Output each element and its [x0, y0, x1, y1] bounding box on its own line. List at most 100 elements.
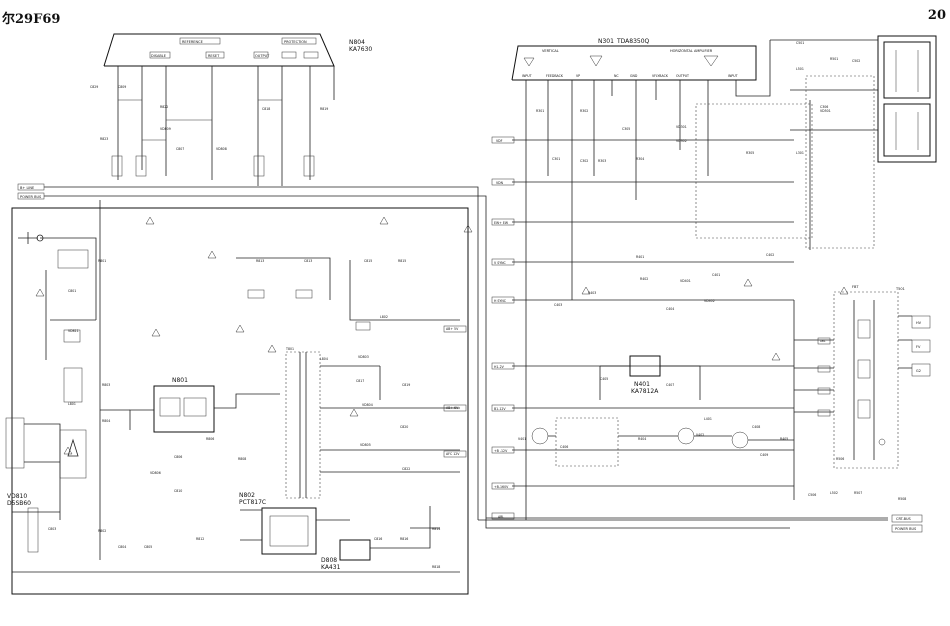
note-hv: HV	[916, 321, 922, 325]
d808-part: KA431	[321, 564, 341, 571]
part-vd502: R508	[898, 497, 906, 501]
part-c829: C829	[90, 85, 98, 89]
note-g2: G2	[916, 369, 921, 373]
part-r812: R812	[196, 537, 204, 541]
label-fbt: FBT	[852, 285, 859, 289]
n301-pin-nc: NC	[614, 74, 619, 78]
bus-b160: +B-160V	[494, 485, 509, 489]
part-vd501: VD501	[820, 109, 831, 113]
bus-ew: EW+ EW	[494, 221, 509, 225]
part-c402: C402	[766, 253, 774, 257]
part-r813: R813	[256, 259, 264, 263]
n401-part: KA7812A	[631, 388, 659, 395]
part-c822: C822	[402, 467, 410, 471]
part-r823: R823	[100, 137, 108, 141]
warning-triangles	[35, 216, 849, 455]
part-c807: C807	[176, 147, 184, 151]
part-r508: R507	[854, 491, 862, 495]
part-r303: R303	[598, 159, 606, 163]
part-c405: C405	[600, 377, 608, 381]
bus-hsync: H SYNC	[494, 299, 507, 303]
label-power-bus-right: POWER BUS	[895, 527, 917, 531]
bus-ab6v: AB+ 6V	[446, 406, 459, 410]
n301-pin-vflyback: VFLYBACK	[652, 74, 669, 78]
power-buses: B+ LINE POWER BUS CRT-BUS POWER BUS	[17, 183, 923, 533]
part-c820: C820	[400, 425, 408, 429]
part-c406: C406	[560, 445, 568, 449]
part-c302: C302	[580, 159, 588, 163]
part-vd302: VD302	[676, 139, 687, 143]
part-r405: R405	[780, 437, 788, 441]
n804-pin-reference: REFERENCE	[182, 40, 203, 44]
part-c818: C818	[262, 107, 270, 111]
part-l501: L501	[796, 67, 804, 71]
part-vd805: VD805	[360, 443, 371, 447]
label-t501: T501	[895, 287, 905, 291]
part-c803: C803	[48, 527, 56, 531]
vd810-name: VD810	[7, 493, 27, 500]
part-c806: C806	[174, 455, 182, 459]
part-c804: C804	[118, 545, 126, 549]
ew-dashed-region	[695, 103, 813, 239]
bus-vsync: V SYNC	[494, 261, 507, 265]
signal-buses: VDF VDN EW+ EW V SYNC H SYNC H1-2V B1-12…	[446, 136, 794, 520]
n804-pin-output: OUTPUT	[255, 54, 270, 58]
n804-part: KA7630	[349, 46, 372, 53]
fbt-block: T501 FBT HV FV G2 ABL	[793, 285, 931, 500]
part-r818: R818	[432, 565, 440, 569]
note-fv: FV	[916, 345, 921, 349]
note-abl: ABL	[820, 339, 826, 343]
part-vd808: VD808	[216, 147, 227, 151]
part-c816: C816	[374, 537, 382, 541]
n301-pin-gnd: GND	[630, 74, 638, 78]
n301-pin-output: OUTPUT	[676, 74, 689, 78]
part-c819: C819	[402, 383, 410, 387]
n301-name: N301	[598, 38, 614, 45]
power-supply-section: VD810 D5SB60 N801 N802 PCT817C D808 KA43…	[5, 85, 469, 595]
n301-pin-feedback: FEEDBACK	[546, 74, 564, 78]
part-r806: R806	[206, 437, 214, 441]
n801-name: N801	[172, 377, 188, 384]
part-r404: R404	[638, 437, 646, 441]
page-number: 20	[927, 8, 946, 23]
part-c813: C813	[304, 259, 312, 263]
bus-b1-12v: B1-12V	[494, 407, 506, 411]
n804-pin-reset: RESET	[208, 54, 220, 58]
part-r305: R305	[746, 151, 754, 155]
n401-name: N401	[634, 381, 650, 388]
yoke-dashed-region	[805, 75, 875, 249]
vd810-part: D5SB60	[7, 500, 31, 507]
label-crt-bus: CRT-BUS	[896, 517, 912, 521]
bus-ab5v: AB+ 5V	[446, 327, 459, 331]
part-l801: L801	[68, 402, 76, 406]
part-vd402: VD402	[704, 299, 715, 303]
part-r802: R802	[98, 529, 106, 533]
deflection-yoke	[770, 35, 937, 250]
part-vd803: VD803	[358, 355, 369, 359]
part-vd811: VD811	[68, 329, 79, 333]
bus-abl: ABL	[498, 515, 504, 519]
part-r507: L502	[830, 491, 838, 495]
d808-name: D808	[321, 557, 337, 564]
part-vd806: VD806	[150, 471, 161, 475]
n301-pin-horizontal: HORIZONTAL AMPLIFIER	[670, 49, 713, 53]
n301-part: TDA8350Q	[616, 38, 650, 45]
part-r301: R301	[536, 109, 544, 113]
part-c810: C810	[174, 489, 182, 493]
bus-vdf: VDF	[496, 139, 503, 143]
schematic-title: 尔29F69	[2, 12, 61, 27]
part-c805: C805	[144, 545, 152, 549]
part-c801: C801	[68, 289, 76, 293]
bus-vdn: VDN	[496, 181, 504, 185]
part-c817: C817	[356, 379, 364, 383]
n804-name: N804	[349, 39, 365, 46]
part-r801: R801	[98, 259, 106, 263]
part-vd301: VD301	[676, 125, 687, 129]
bus-afc12v: AFC 12V	[446, 452, 460, 456]
n802-part: PCT817C	[239, 499, 266, 506]
part-c306: C306	[820, 105, 828, 109]
bus-b-12v: +B -12V	[494, 449, 508, 453]
part-r302: R302	[580, 109, 588, 113]
n301-pin-input2: INPUT	[728, 74, 738, 78]
